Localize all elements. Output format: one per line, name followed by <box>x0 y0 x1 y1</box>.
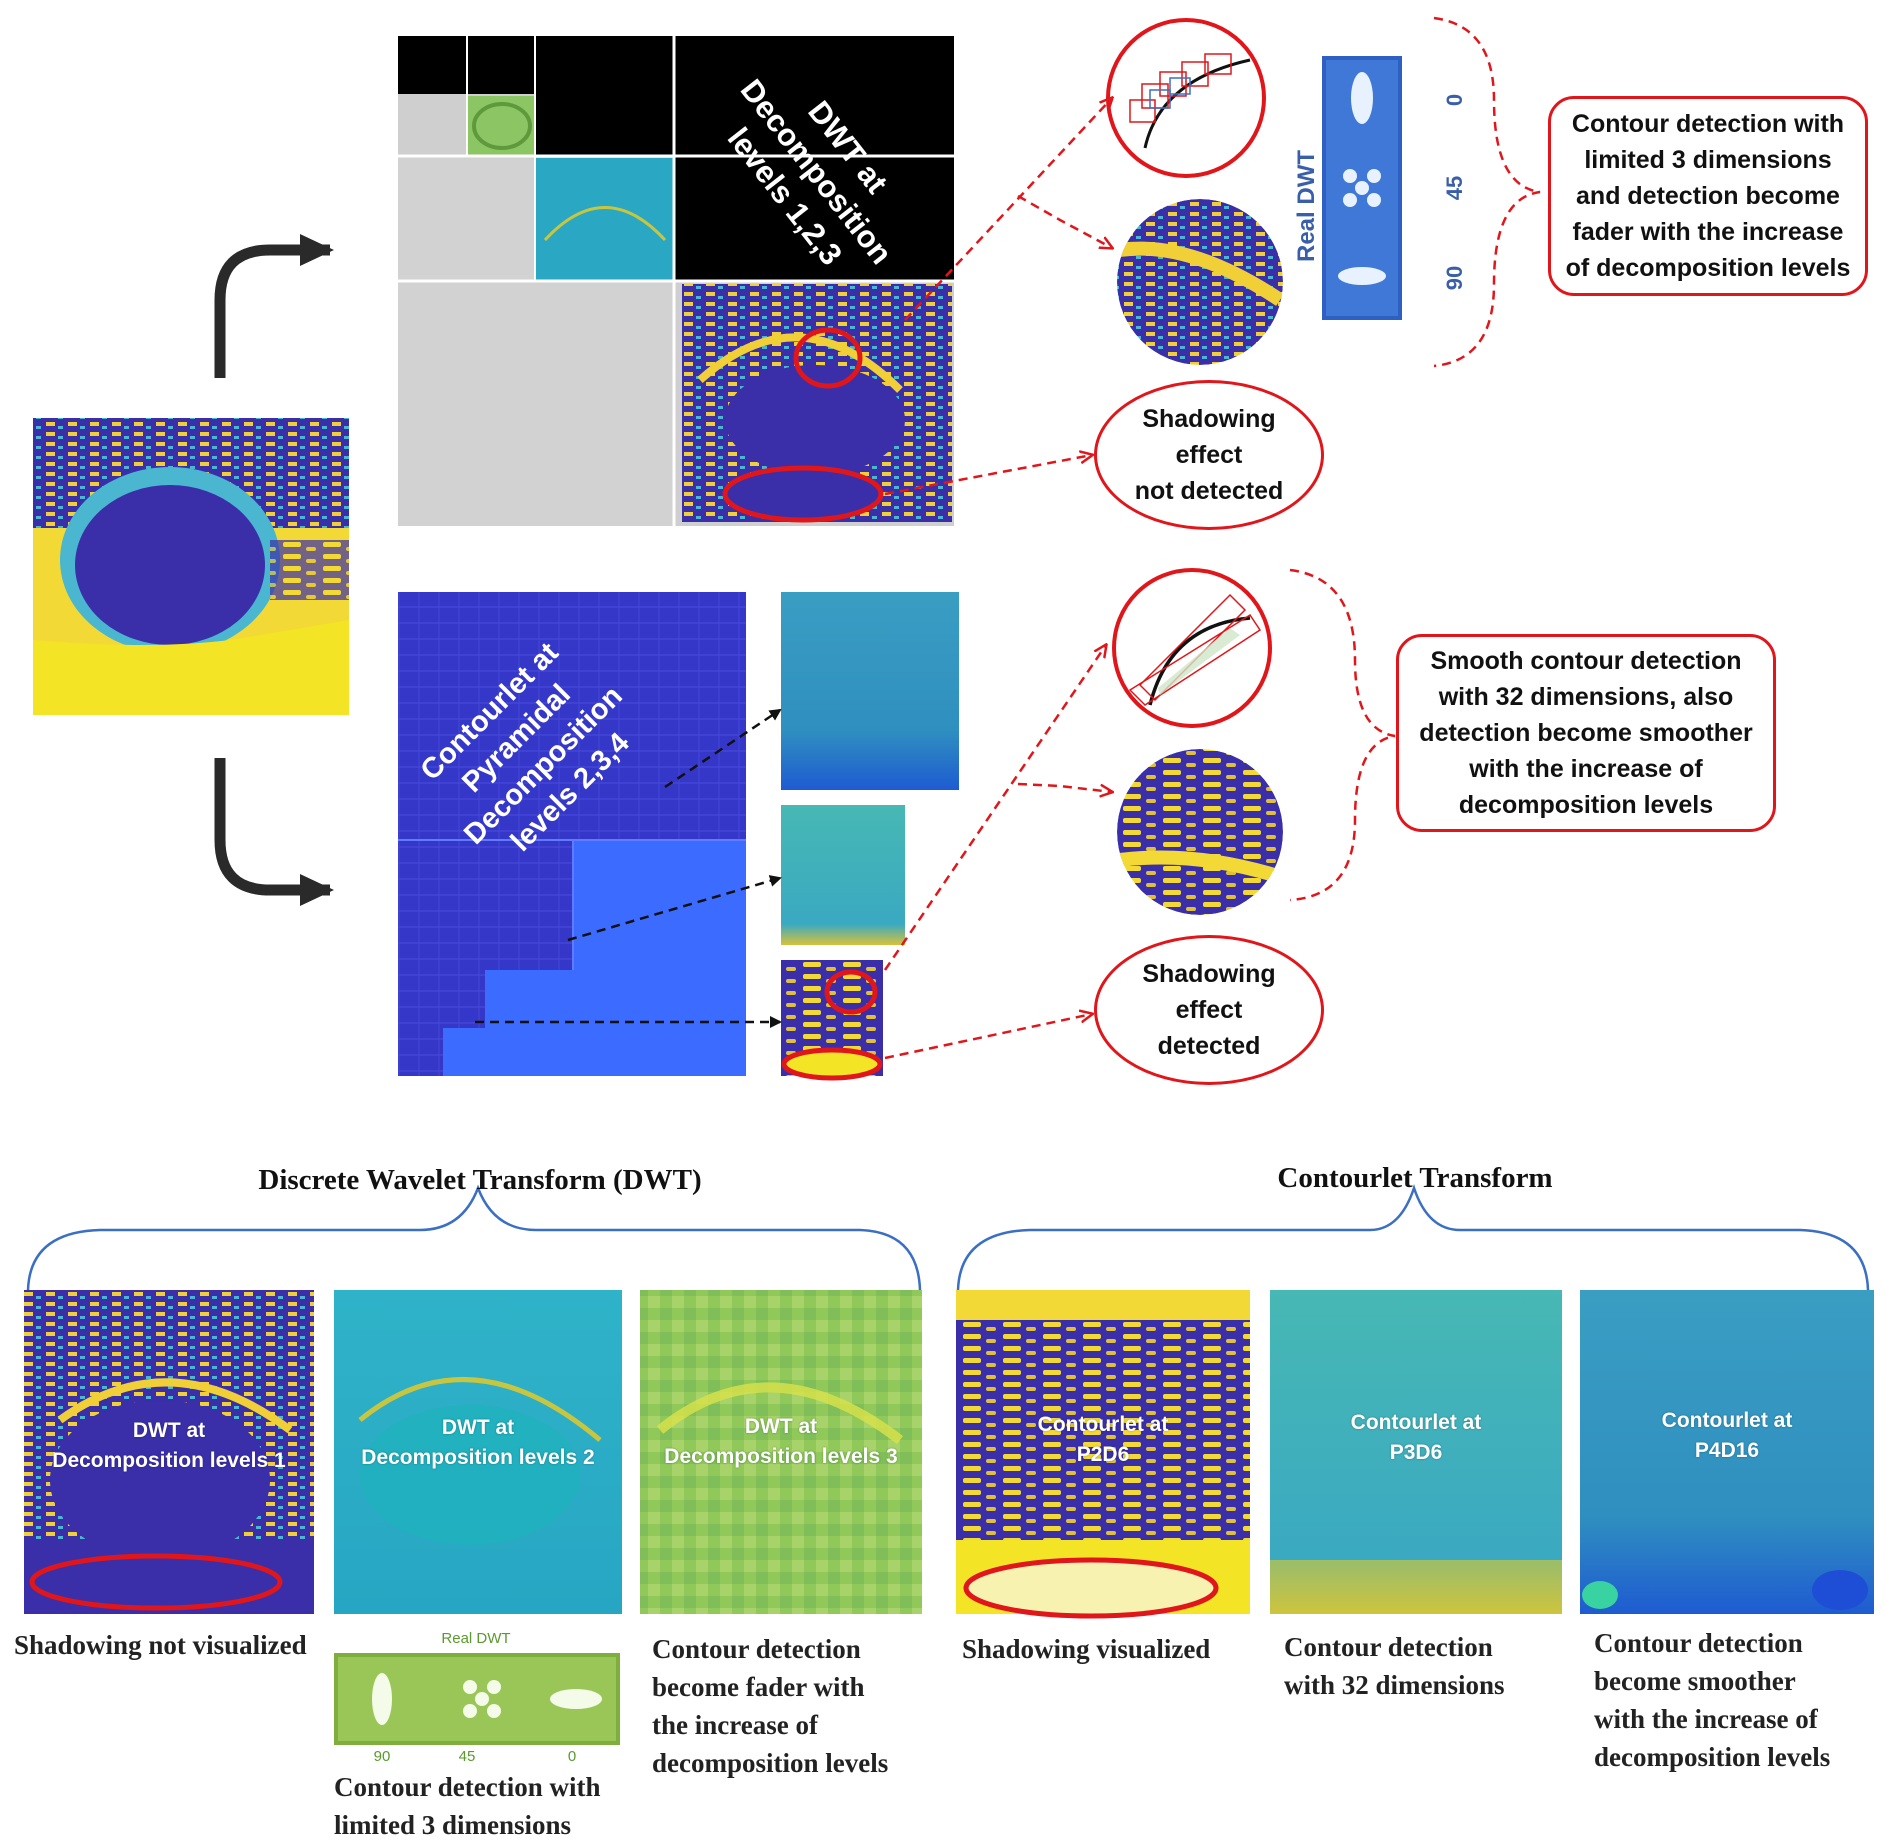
panel-dwt-level3 <box>640 1290 922 1614</box>
dwt-box-fit-zoom <box>1106 18 1266 178</box>
arrow-level2 <box>664 708 782 789</box>
real-dwt-tick-90: 90 <box>1442 266 1467 290</box>
real-dwt-tick-0: 0 <box>1442 94 1467 106</box>
dwt-brace <box>26 1184 922 1291</box>
arrow-dwt-to-boxzoom <box>904 98 1112 321</box>
panel-contourlet-p3d6 <box>1270 1290 1562 1614</box>
dwt-heading: Discrete Wavelet Transform (DWT) <box>258 1164 702 1196</box>
arrow-contourlet-to-boxzoom <box>883 645 1106 971</box>
contourlet-shadow-highlight <box>781 1047 883 1081</box>
real-dwt-filter-image <box>1322 56 1402 320</box>
dwt-mosaic <box>398 36 954 526</box>
contourlet-texture-zoom <box>1117 749 1283 915</box>
dwt-shadow-highlight <box>722 465 884 523</box>
panel4-shadow-highlight <box>963 1557 1219 1619</box>
real-dwt-small-tick-90: 90 <box>374 1748 391 1765</box>
arrow-contourlet-shadow <box>884 1014 1092 1060</box>
contourlet-note-brace <box>1289 568 1396 902</box>
panel1-shadow-highlight <box>29 1553 283 1611</box>
dwt-note-brace <box>1433 16 1541 368</box>
arrow-to-contourlet <box>214 758 334 906</box>
contourlet-contour-highlight <box>824 969 878 1015</box>
contourlet-heading: Contourlet Transform <box>1277 1162 1553 1194</box>
arrow-level3 <box>567 875 782 942</box>
real-dwt-small-tick-0: 0 <box>568 1748 576 1765</box>
real-dwt-small-title: Real DWT <box>441 1630 510 1647</box>
input-ultrasound-image <box>33 418 349 715</box>
contourlet-level2-thumb <box>781 592 959 790</box>
real-dwt-small-image <box>334 1653 620 1745</box>
dwt-texture-zoom <box>1117 199 1283 365</box>
contourlet-level3-thumb <box>781 805 905 945</box>
caption-shadow-visualized: Shadowing visualized <box>962 1634 1211 1664</box>
real-dwt-small-tick-45: 45 <box>459 1748 476 1765</box>
arrow-dwt-to-texture <box>1017 194 1112 248</box>
arrow-contourlet-to-texture <box>1017 782 1112 792</box>
arrow-to-dwt <box>214 234 334 378</box>
panel-dwt-level2 <box>334 1290 622 1614</box>
panel-contourlet-p4d16 <box>1580 1290 1874 1614</box>
caption-shadow-not-visualized: Shadowing not visualized <box>14 1630 307 1660</box>
dwt-contour-highlight <box>793 327 863 389</box>
real-dwt-title: Real DWT <box>1293 150 1320 262</box>
contourlet-mosaic <box>398 592 746 1076</box>
contourlet-brace <box>956 1184 1870 1291</box>
real-dwt-tick-45: 45 <box>1442 176 1467 200</box>
contourlet-box-fit-zoom <box>1112 568 1272 728</box>
arrow-dwt-shadow <box>884 455 1092 496</box>
